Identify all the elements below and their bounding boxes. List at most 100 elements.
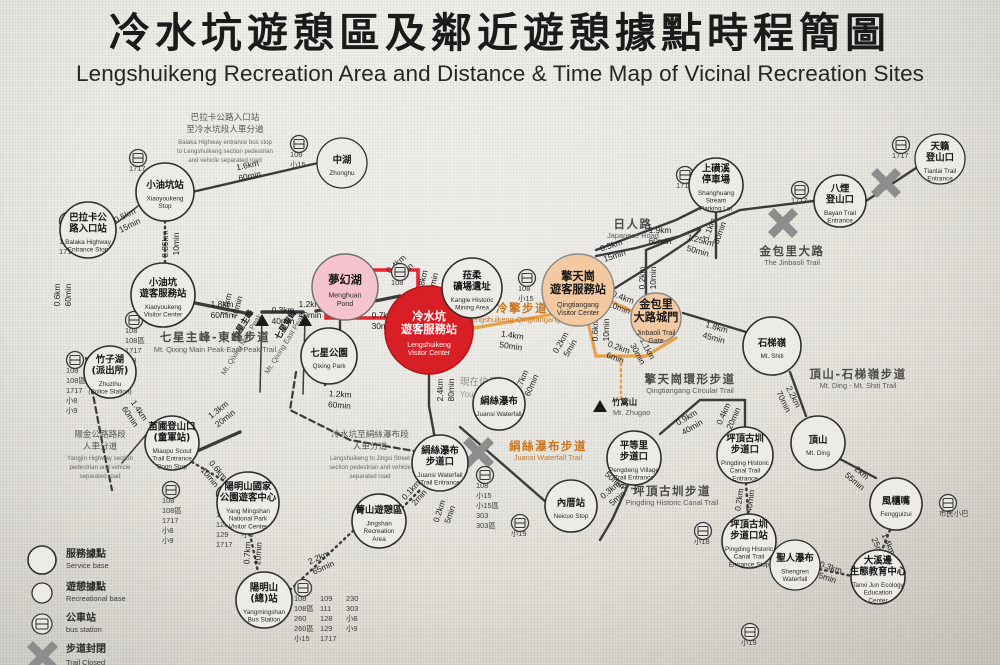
node-circle-pingding-ent[interactable] xyxy=(716,426,774,484)
edge-miaopu-ymsnpvc[interactable] xyxy=(190,460,228,484)
node-circle-qixing-park[interactable] xyxy=(300,327,358,385)
edge-juansient-neicuo[interactable] xyxy=(458,425,548,504)
node-circle-shiti[interactable] xyxy=(742,316,802,376)
edge-gate-shiti[interactable] xyxy=(681,311,748,334)
node-circle-bayan[interactable] xyxy=(813,174,867,228)
bus-station-15[interactable]: 1717 xyxy=(891,135,911,161)
node-circle-juansi-ent[interactable] xyxy=(411,434,469,492)
node-circle-ymsnp-vc[interactable] xyxy=(216,471,280,535)
edge-ymsnpvc-ymsbus[interactable] xyxy=(248,532,260,574)
edge-qixingpark-south-dash[interactable] xyxy=(288,370,422,454)
edge-shiti-ding[interactable] xyxy=(788,370,808,418)
node-circle-shanghuang[interactable] xyxy=(688,157,744,213)
node-circle-zhonghu[interactable] xyxy=(316,137,368,189)
edge-qingtiangang-circular[interactable] xyxy=(586,320,678,358)
edge-pingdingent-pingdeng[interactable] xyxy=(658,398,747,436)
edge-fengguizui-daxi[interactable] xyxy=(880,528,892,552)
bus-station-10[interactable]: 108 xyxy=(390,262,410,288)
node-circle-tianlai[interactable] xyxy=(914,133,966,185)
node-circle-pingdeng[interactable] xyxy=(606,430,662,486)
edge-xiaoyoukengvc-qixingmain[interactable] xyxy=(193,301,252,316)
edge-shengren-daxi[interactable] xyxy=(812,566,854,578)
bus-station-12[interactable]: 小19 xyxy=(510,513,530,539)
node-circle-fengguizui[interactable] xyxy=(869,477,923,531)
edge-ding-fengguizui[interactable] xyxy=(836,456,878,480)
bus-station-14[interactable]: 1717 xyxy=(790,180,810,206)
trail-closed-markers[interactable] xyxy=(462,167,902,469)
node-circle-miaopu[interactable] xyxy=(144,415,200,471)
node-circle-xiaoyoukeng-stop[interactable] xyxy=(135,162,195,222)
node-circle-ding[interactable] xyxy=(790,415,846,471)
node-circle-jingshan-rec[interactable] xyxy=(351,493,407,549)
node-circle-menghuan[interactable] xyxy=(311,253,379,321)
edge-jingshan-juansient[interactable] xyxy=(400,488,422,510)
map-canvas[interactable]: 七星主峰 Mt. Qixing Main Peak 七星東峰 Mt. Qixin… xyxy=(0,100,1000,665)
node-circle-shengren[interactable] xyxy=(769,539,821,591)
node-circle-daxi-eco[interactable] xyxy=(850,549,906,605)
edge-pingdingent-stop[interactable] xyxy=(744,481,750,516)
node-circle-qingtiangang[interactable] xyxy=(541,253,615,327)
edge-jinbaoli-main[interactable] xyxy=(594,199,816,258)
bus-station-16[interactable]: 小18 xyxy=(693,521,713,547)
node-circle-juansi[interactable] xyxy=(472,377,526,431)
bus-station-0[interactable]: 1717 xyxy=(128,148,148,174)
node-circle-zhuzihu[interactable] xyxy=(83,345,137,399)
node-circle-pingding-stop[interactable] xyxy=(721,513,777,569)
node-circle-kangle-mining[interactable] xyxy=(441,257,503,319)
bus-station-17[interactable]: 市民小巴 xyxy=(938,493,969,519)
trail-closed-marker-juansi[interactable] xyxy=(462,436,495,469)
node-circle-yms-bus[interactable] xyxy=(235,571,293,629)
edge-qingtiangang-jinbaoligate[interactable] xyxy=(610,300,636,314)
trail-closed-marker-bayan-tianlai[interactable] xyxy=(870,167,902,199)
edge-qixingmain-down[interactable] xyxy=(259,315,263,393)
edge-lengshuikeng-qingtiangang[interactable] xyxy=(472,311,562,330)
bus-station-18[interactable]: 小19 xyxy=(740,622,760,648)
node-circle-jinbaoli-gate[interactable] xyxy=(630,292,682,344)
trail-closed-marker-jinbaoli[interactable] xyxy=(767,207,799,239)
edge-balaka-xiaoyoukengstop[interactable] xyxy=(113,205,139,226)
edge-miaopu-northeast[interactable] xyxy=(193,430,242,454)
edge-qingtiangang-north[interactable] xyxy=(610,228,702,292)
node-circle-balaka-stop[interactable] xyxy=(59,201,117,259)
edge-xiaoyoukengstop-zhonghu[interactable] xyxy=(190,161,320,194)
edge-ymsbus-jingshan[interactable] xyxy=(288,528,356,592)
node-circle-xiaoyoukeng-vc[interactable] xyxy=(130,262,196,328)
map-node-zhuzihu[interactable]: 竹子湖(派出所)Zhuzihu(Police Station) xyxy=(83,345,137,399)
bus-station-7[interactable]: 108108區260260區小151091111281291717230303小… xyxy=(293,578,358,644)
edge-pingdeng-south[interactable] xyxy=(598,483,630,542)
node-label-en-juansi-ent-0: Juansi Waterfall xyxy=(417,472,462,479)
node-circle-neicuo[interactable] xyxy=(544,479,598,533)
